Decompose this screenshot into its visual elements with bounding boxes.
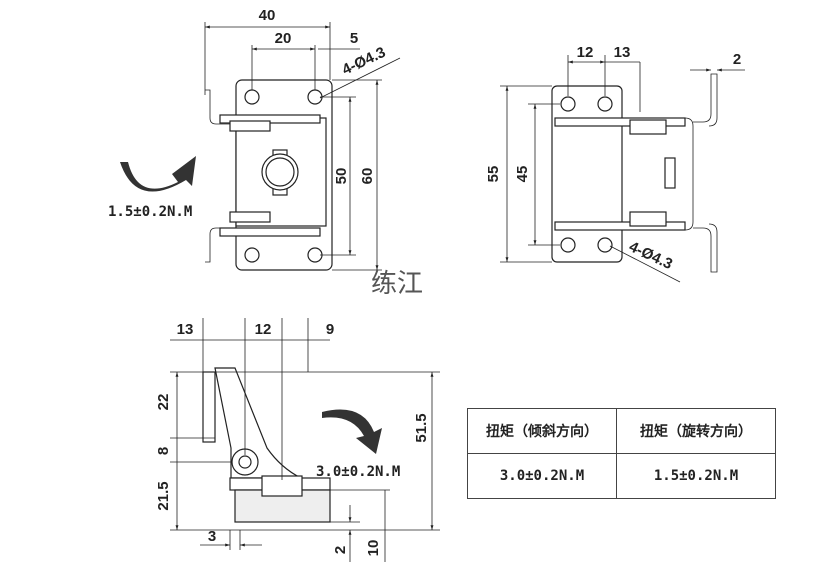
rotation-arrow-icon	[120, 156, 196, 192]
dim-50: 50	[333, 168, 350, 185]
dim-12: 12	[577, 44, 594, 61]
tilt-arrow-icon	[322, 409, 382, 454]
top-left-hinge-view: 40 20 5 4-Ø4.3 50 60 1.5±0.2N.M	[108, 7, 401, 271]
dim-55: 55	[485, 166, 502, 183]
dim-9: 9	[326, 321, 334, 338]
header-rotation-torque: 扭矩（旋转方向）	[616, 408, 776, 454]
dim-51-5: 51.5	[413, 413, 430, 442]
dim-13: 13	[177, 321, 194, 338]
dim-45: 45	[514, 166, 531, 183]
dim-3: 3	[208, 528, 216, 545]
dim-10: 10	[365, 540, 382, 557]
dim-21-5: 21.5	[155, 481, 172, 510]
dim-2: 2	[733, 51, 741, 68]
table-row: 3.0±0.2N.M 1.5±0.2N.M	[467, 453, 776, 499]
dim-5: 5	[350, 30, 358, 47]
bottom-hinge-view: 13 12 9 22 8 21.5 3 2 10 51.5 3.0±0.2N.M	[155, 318, 440, 562]
dim-12: 12	[255, 321, 272, 338]
dim-40: 40	[259, 7, 276, 24]
tilt-torque-label: 3.0±0.2N.M	[316, 464, 400, 480]
header-tilt-torque: 扭矩（倾斜方向）	[467, 408, 617, 454]
table-header-row: 扭矩（倾斜方向） 扭矩（旋转方向）	[467, 408, 776, 454]
torque-spec-table: 扭矩（倾斜方向） 扭矩（旋转方向） 3.0±0.2N.M 1.5±0.2N.M	[467, 408, 776, 499]
dim-22: 22	[155, 394, 172, 411]
value-tilt-torque: 3.0±0.2N.M	[467, 453, 617, 499]
dim-60: 60	[359, 168, 376, 185]
dim-8: 8	[155, 447, 172, 455]
hole-spec-label: 4-Ø4.3	[626, 238, 675, 273]
top-right-hinge-view: 12 13 2 55 45 4-Ø4.3	[485, 44, 745, 283]
watermark: 练江	[371, 269, 424, 299]
value-rotation-torque: 1.5±0.2N.M	[616, 453, 776, 499]
dim-13: 13	[614, 44, 631, 61]
dim-2: 2	[332, 546, 349, 554]
dim-20: 20	[275, 30, 292, 47]
rotation-torque-label: 1.5±0.2N.M	[108, 204, 192, 220]
